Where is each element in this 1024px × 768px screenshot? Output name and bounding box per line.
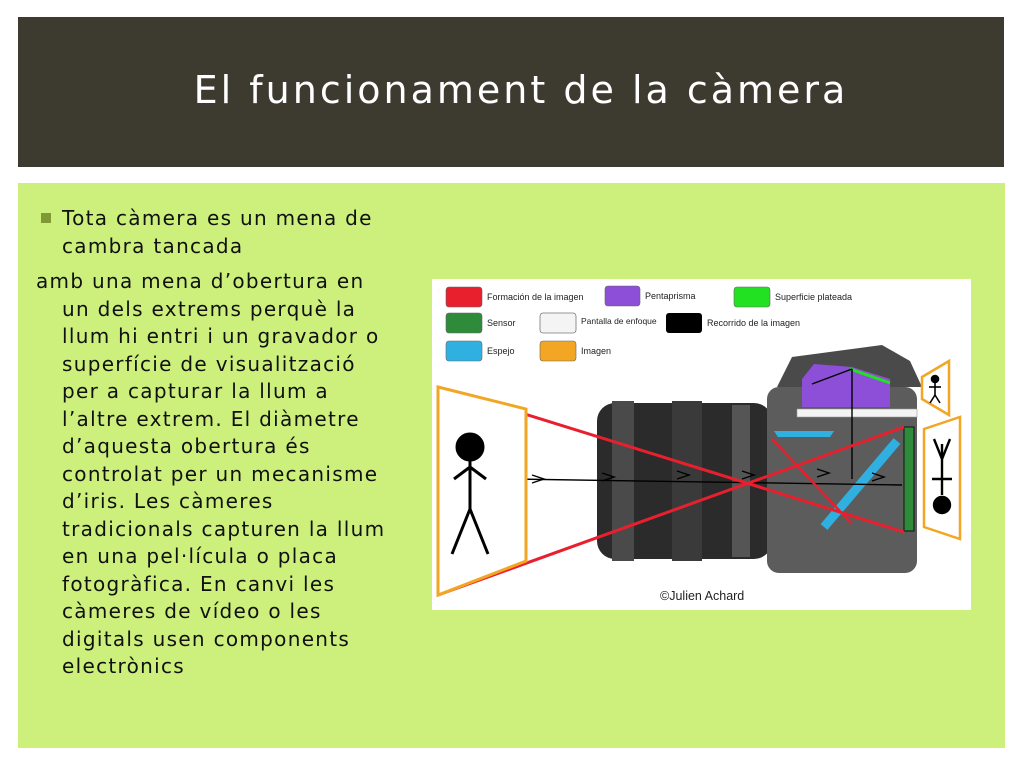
bullet-text: Tota càmera es un mena de cambra tancada	[62, 206, 373, 258]
legend-label-pentaprism: Pentaprisma	[645, 291, 696, 301]
subject-panel	[436, 385, 528, 598]
legend-swatch-focus-screen	[539, 312, 577, 334]
image-panels	[920, 358, 962, 541]
secondary-mirror	[774, 431, 834, 437]
legend-label-image: Imagen	[581, 346, 611, 356]
legend-swatch-image-formation	[445, 286, 483, 308]
sensor	[903, 426, 915, 532]
legend-label-silver-surface: Superficie plateada	[775, 292, 852, 302]
legend-label-image-formation: Formación de la imagen	[487, 292, 584, 302]
legend-swatch-mirror	[445, 340, 483, 362]
mirror-ray	[771, 438, 853, 525]
legend-swatch-silver-surface	[733, 286, 771, 308]
camera-body	[437, 345, 922, 597]
legend-label-focus-screen-text: Pantalla de enfoque	[581, 316, 657, 326]
bullet-item: Tota càmera es un mena de cambra tancada	[36, 205, 396, 260]
legend-label-mirror: Espejo	[487, 346, 515, 356]
image-credit: ©Julien Achard	[660, 589, 744, 603]
slide-title: El funcionament de la càmera	[193, 68, 849, 112]
content-area: Tota càmera es un mena de cambra tancada…	[18, 183, 1005, 748]
paragraph: amb una mena d’obertura en un dels extre…	[36, 269, 386, 678]
camera-diagram-svg: Formación de la imagen Pentaprisma Super…	[436, 285, 962, 603]
legend-swatch-pentaprism	[604, 285, 641, 307]
legend: Formación de la imagen Pentaprisma Super…	[445, 285, 852, 362]
focus-screen	[796, 408, 918, 418]
legend-label-sensor: Sensor	[487, 318, 516, 328]
legend-swatch-sensor	[445, 312, 483, 334]
image-path	[511, 368, 903, 486]
square-bullet-icon	[41, 213, 51, 223]
silver-surface	[849, 367, 891, 385]
stick-figure-icon	[450, 432, 490, 555]
title-bar: El funcionament de la càmera	[18, 17, 1004, 167]
body-text: Tota càmera es un mena de cambra tancada…	[36, 205, 396, 681]
small-figure-icon	[929, 374, 941, 404]
camera-diagram: Formación de la imagen Pentaprisma Super…	[432, 279, 971, 610]
legend-swatch-image-path	[666, 313, 702, 333]
legend-label-image-path: Recorrido de la imagen	[707, 318, 800, 328]
legend-swatch-image	[539, 340, 577, 362]
subject-frame	[436, 385, 528, 598]
inverted-figure-icon	[932, 438, 952, 515]
legend-label-focus-screen: Pantalla de enfoque	[581, 316, 657, 326]
